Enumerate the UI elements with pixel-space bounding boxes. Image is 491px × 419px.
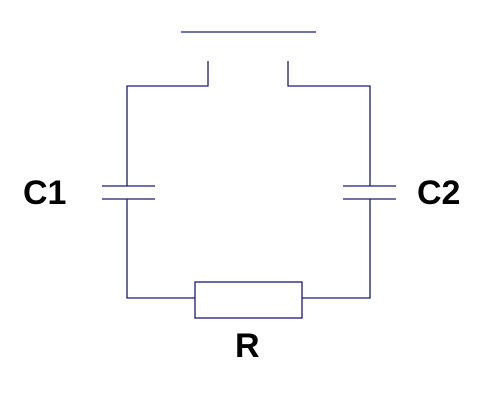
wire-left-lower: [126, 199, 195, 299]
wire-left-upper: [126, 61, 209, 186]
label-r: R: [235, 327, 260, 365]
wire-right-lower: [302, 199, 371, 299]
wire-right-upper: [287, 61, 371, 186]
label-c1: C1: [23, 174, 66, 212]
resistor-r-body: [194, 281, 303, 319]
label-c2: C2: [417, 174, 460, 212]
